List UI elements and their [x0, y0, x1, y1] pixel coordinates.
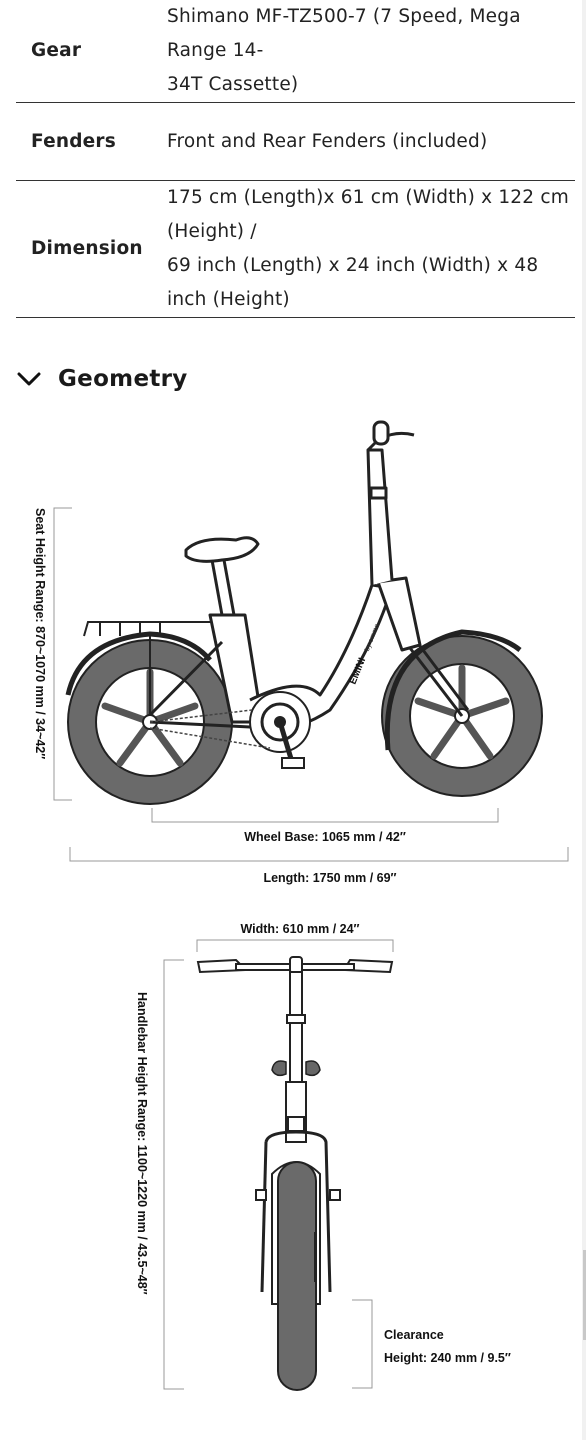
geometry-title: Geometry	[58, 366, 188, 392]
width-label: Width: 610 mm / 24″	[240, 922, 359, 936]
spec-row-dimension: Dimension 175 cm (Length)x 61 cm (Width)…	[16, 181, 575, 318]
seat-height-label: Seat Height Range: 870~1070 mm / 34~42″	[33, 508, 47, 759]
spec-value-dimension-line-2: (Height) /	[167, 221, 257, 242]
chevron-down-icon	[17, 372, 41, 386]
chainring	[149, 691, 311, 769]
bike-front-view-figure: Width: 610 mm / 24″ Handlebar Height Ran…	[0, 912, 586, 1402]
spec-value-dimension-line-3: 69 inch (Length) x 24 inch (Width) x 48	[167, 255, 539, 276]
geometry-accordion-toggle[interactable]: Geometry	[16, 360, 188, 398]
spec-row-fenders: Fenders Front and Rear Fenders (included…	[16, 103, 575, 181]
bike-side-view-figure: Seat Height Range: 870~1070 mm / 34~42″	[0, 410, 586, 890]
spec-value-fenders: Front and Rear Fenders (included)	[167, 130, 488, 152]
spec-label-gear: Gear	[31, 40, 82, 61]
spec-row-gear: Gear Shimano MF-TZ500-7 (7 Speed, Mega R…	[16, 0, 575, 103]
page-scrollbar-thumb[interactable]	[583, 1250, 586, 1340]
spec-value-dimension-line-4: inch (Height)	[167, 289, 290, 310]
spec-value-gear-line-2: 34T Cassette)	[167, 74, 299, 95]
length-label: Length: 1750 mm / 69″	[263, 871, 396, 885]
spec-table: Gear Shimano MF-TZ500-7 (7 Speed, Mega R…	[16, 0, 575, 318]
spec-label-dimension: Dimension	[31, 238, 143, 259]
handlebar-height-label: Handlebar Height Range: 1100~1220 mm / 4…	[135, 992, 149, 1295]
spec-value-dimension: 175 cm (Length)x 61 cm (Width) x 122 cm …	[167, 181, 575, 318]
spec-value-gear: Shimano MF-TZ500-7 (7 Speed, Mega Range …	[167, 0, 575, 103]
spec-value-gear-line-1: Shimano MF-TZ500-7 (7 Speed, Mega Range …	[167, 6, 521, 61]
wheel-base-label: Wheel Base: 1065 mm / 42″	[244, 830, 406, 844]
clearance-label-line-2: Height: 240 mm / 9.5″	[384, 1351, 511, 1365]
page-scrollbar[interactable]	[582, 0, 586, 1440]
spec-value-dimension-line-1: 175 cm (Length)x 61 cm (Width) x 122 cm	[167, 187, 569, 208]
clearance-label-line-1: Clearance	[384, 1328, 444, 1342]
spec-label-fenders: Fenders	[31, 130, 116, 152]
